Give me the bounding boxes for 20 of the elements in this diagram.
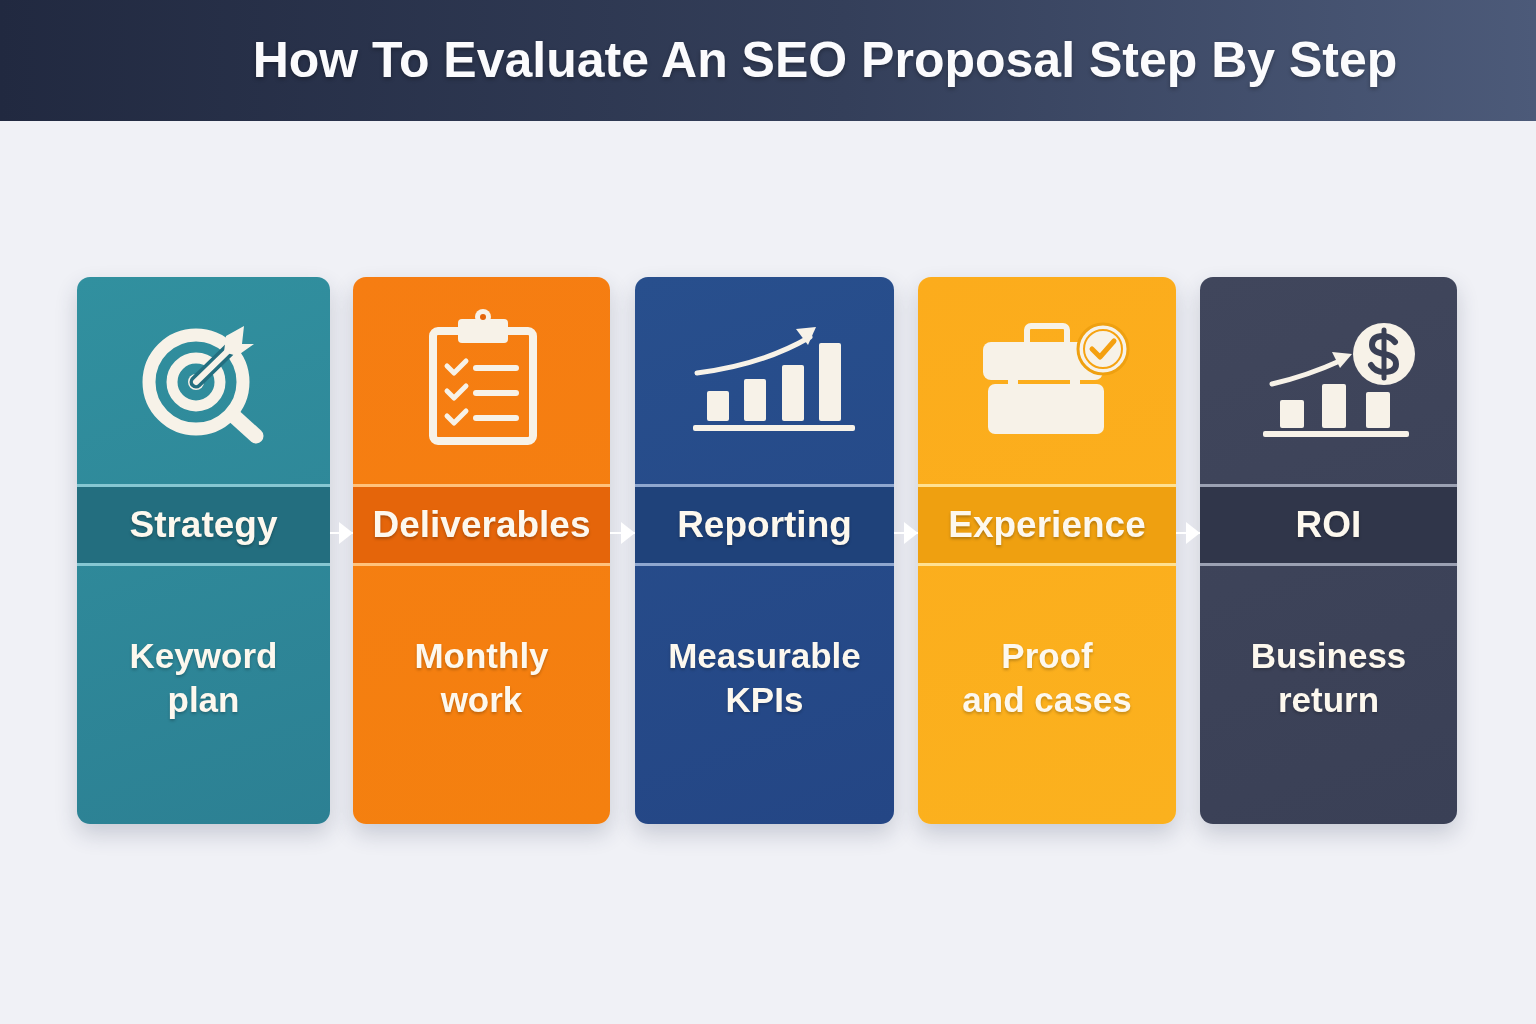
step-heading: Experience: [918, 484, 1176, 566]
step-heading: Reporting: [635, 484, 894, 566]
step-card: [353, 277, 610, 824]
step-card: [1200, 277, 1457, 824]
step-heading: Deliverables: [353, 484, 610, 566]
step-card: [918, 277, 1176, 824]
step-heading: Strategy: [77, 484, 330, 566]
step-card: [635, 277, 894, 824]
step-description: Keyword plan: [129, 635, 278, 721]
arrow: [1175, 522, 1201, 544]
arrow: [329, 522, 354, 544]
step-description: Measurable KPIs: [668, 635, 861, 721]
title: How To Evaluate An SEO Proposal Step By Step: [252, 31, 1398, 90]
step-description: Proof and cases: [962, 635, 1132, 721]
step-description: Business return: [1250, 635, 1407, 721]
step-description: Monthly work: [414, 635, 549, 721]
step-card: [77, 277, 330, 824]
step-heading: ROI: [1200, 484, 1457, 566]
arrow: [893, 522, 919, 544]
arrow: [609, 522, 636, 544]
